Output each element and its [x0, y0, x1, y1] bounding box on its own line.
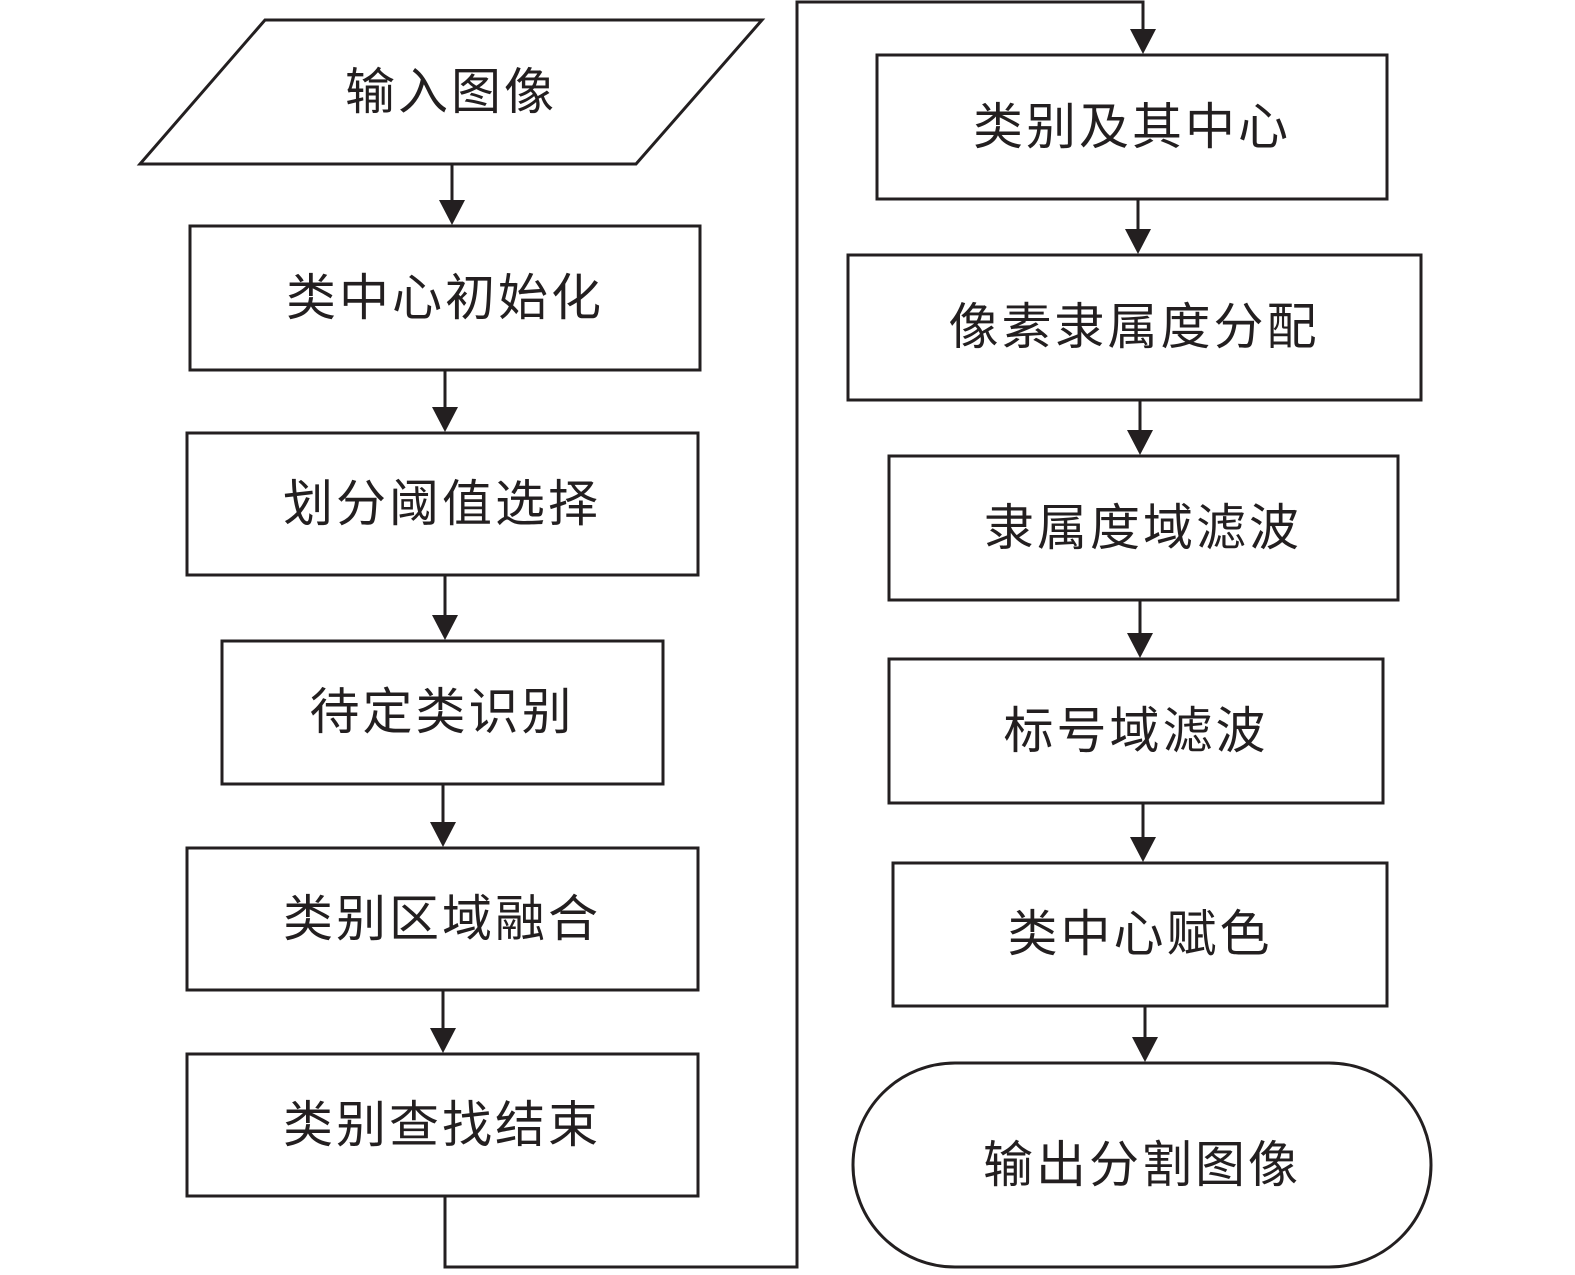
arrowhead-label-filter-to-coloring — [1130, 837, 1156, 862]
node-threshold-select: 划分阈值选择 — [185, 431, 700, 577]
arrowhead-search-end-to-classes — [1130, 29, 1156, 54]
node-class-region-merge-label: 类别区域融合 — [283, 890, 601, 948]
arrowhead-threshold-to-pending — [432, 615, 458, 640]
arrowhead-merge-to-search-end — [430, 1028, 456, 1053]
node-input-image: 输入图像 — [136, 18, 766, 166]
arrowhead-init-to-threshold — [432, 407, 458, 432]
node-class-center-init: 类中心初始化 — [188, 224, 702, 372]
node-class-region-merge-shape — [185, 846, 700, 992]
node-class-center-coloring: 类中心赋色 — [891, 861, 1389, 1008]
node-membership-domain-filter-shape — [887, 454, 1400, 602]
node-pixel-membership-assign-shape — [846, 253, 1423, 402]
node-output-segmented-image-label: 输出分割图像 — [983, 1136, 1301, 1194]
node-pixel-membership-assign-label: 像素隶属度分配 — [949, 298, 1320, 356]
node-pixel-membership-assign: 像素隶属度分配 — [846, 253, 1423, 402]
node-class-center-init-shape — [188, 224, 702, 372]
node-class-center-init-label: 类中心初始化 — [286, 269, 604, 327]
node-pending-class-identify-shape — [220, 639, 665, 786]
node-class-region-merge: 类别区域融合 — [185, 846, 700, 992]
flowchart-nodes: 输入图像 类中心初始化 划分阈值选择 待定类识别 类别区域融合 类别查找结束 类… — [136, 18, 1433, 1269]
edge-search-end-to-classes — [443, 0, 1145, 1269]
node-output-segmented-image: 输出分割图像 — [851, 1061, 1433, 1269]
arrowhead-pending-to-merge — [430, 822, 456, 847]
arrowhead-domain-filter-to-label-filter — [1127, 633, 1153, 658]
node-membership-domain-filter: 隶属度域滤波 — [887, 454, 1400, 602]
node-threshold-select-shape — [185, 431, 700, 577]
node-classes-and-centers: 类别及其中心 — [875, 53, 1389, 201]
node-classes-and-centers-shape — [875, 53, 1389, 201]
node-output-segmented-image-shape — [851, 1061, 1433, 1269]
node-class-center-coloring-label: 类中心赋色 — [1008, 905, 1273, 963]
arrowhead-classes-to-membership — [1125, 229, 1151, 254]
node-label-domain-filter: 标号域滤波 — [887, 657, 1385, 805]
node-class-center-coloring-shape — [891, 861, 1389, 1008]
node-membership-domain-filter-label: 隶属度域滤波 — [984, 499, 1302, 557]
node-class-search-end: 类别查找结束 — [185, 1052, 700, 1198]
node-threshold-select-label: 划分阈值选择 — [283, 475, 601, 533]
node-input-image-shape — [136, 18, 766, 166]
node-pending-class-identify: 待定类识别 — [220, 639, 665, 786]
node-pending-class-identify-label: 待定类识别 — [310, 683, 575, 741]
node-input-image-label: 输入图像 — [345, 63, 557, 121]
node-class-search-end-label: 类别查找结束 — [283, 1096, 601, 1154]
flowchart-edges — [430, 0, 1158, 1269]
node-label-domain-filter-shape — [887, 657, 1385, 805]
arrowhead-input-to-init — [439, 200, 465, 225]
arrowhead-coloring-to-output — [1132, 1037, 1158, 1062]
node-class-search-end-shape — [185, 1052, 700, 1198]
node-label-domain-filter-label: 标号域滤波 — [1004, 702, 1269, 760]
node-classes-and-centers-label: 类别及其中心 — [973, 98, 1291, 156]
arrowhead-membership-to-domain-filter — [1127, 430, 1153, 455]
